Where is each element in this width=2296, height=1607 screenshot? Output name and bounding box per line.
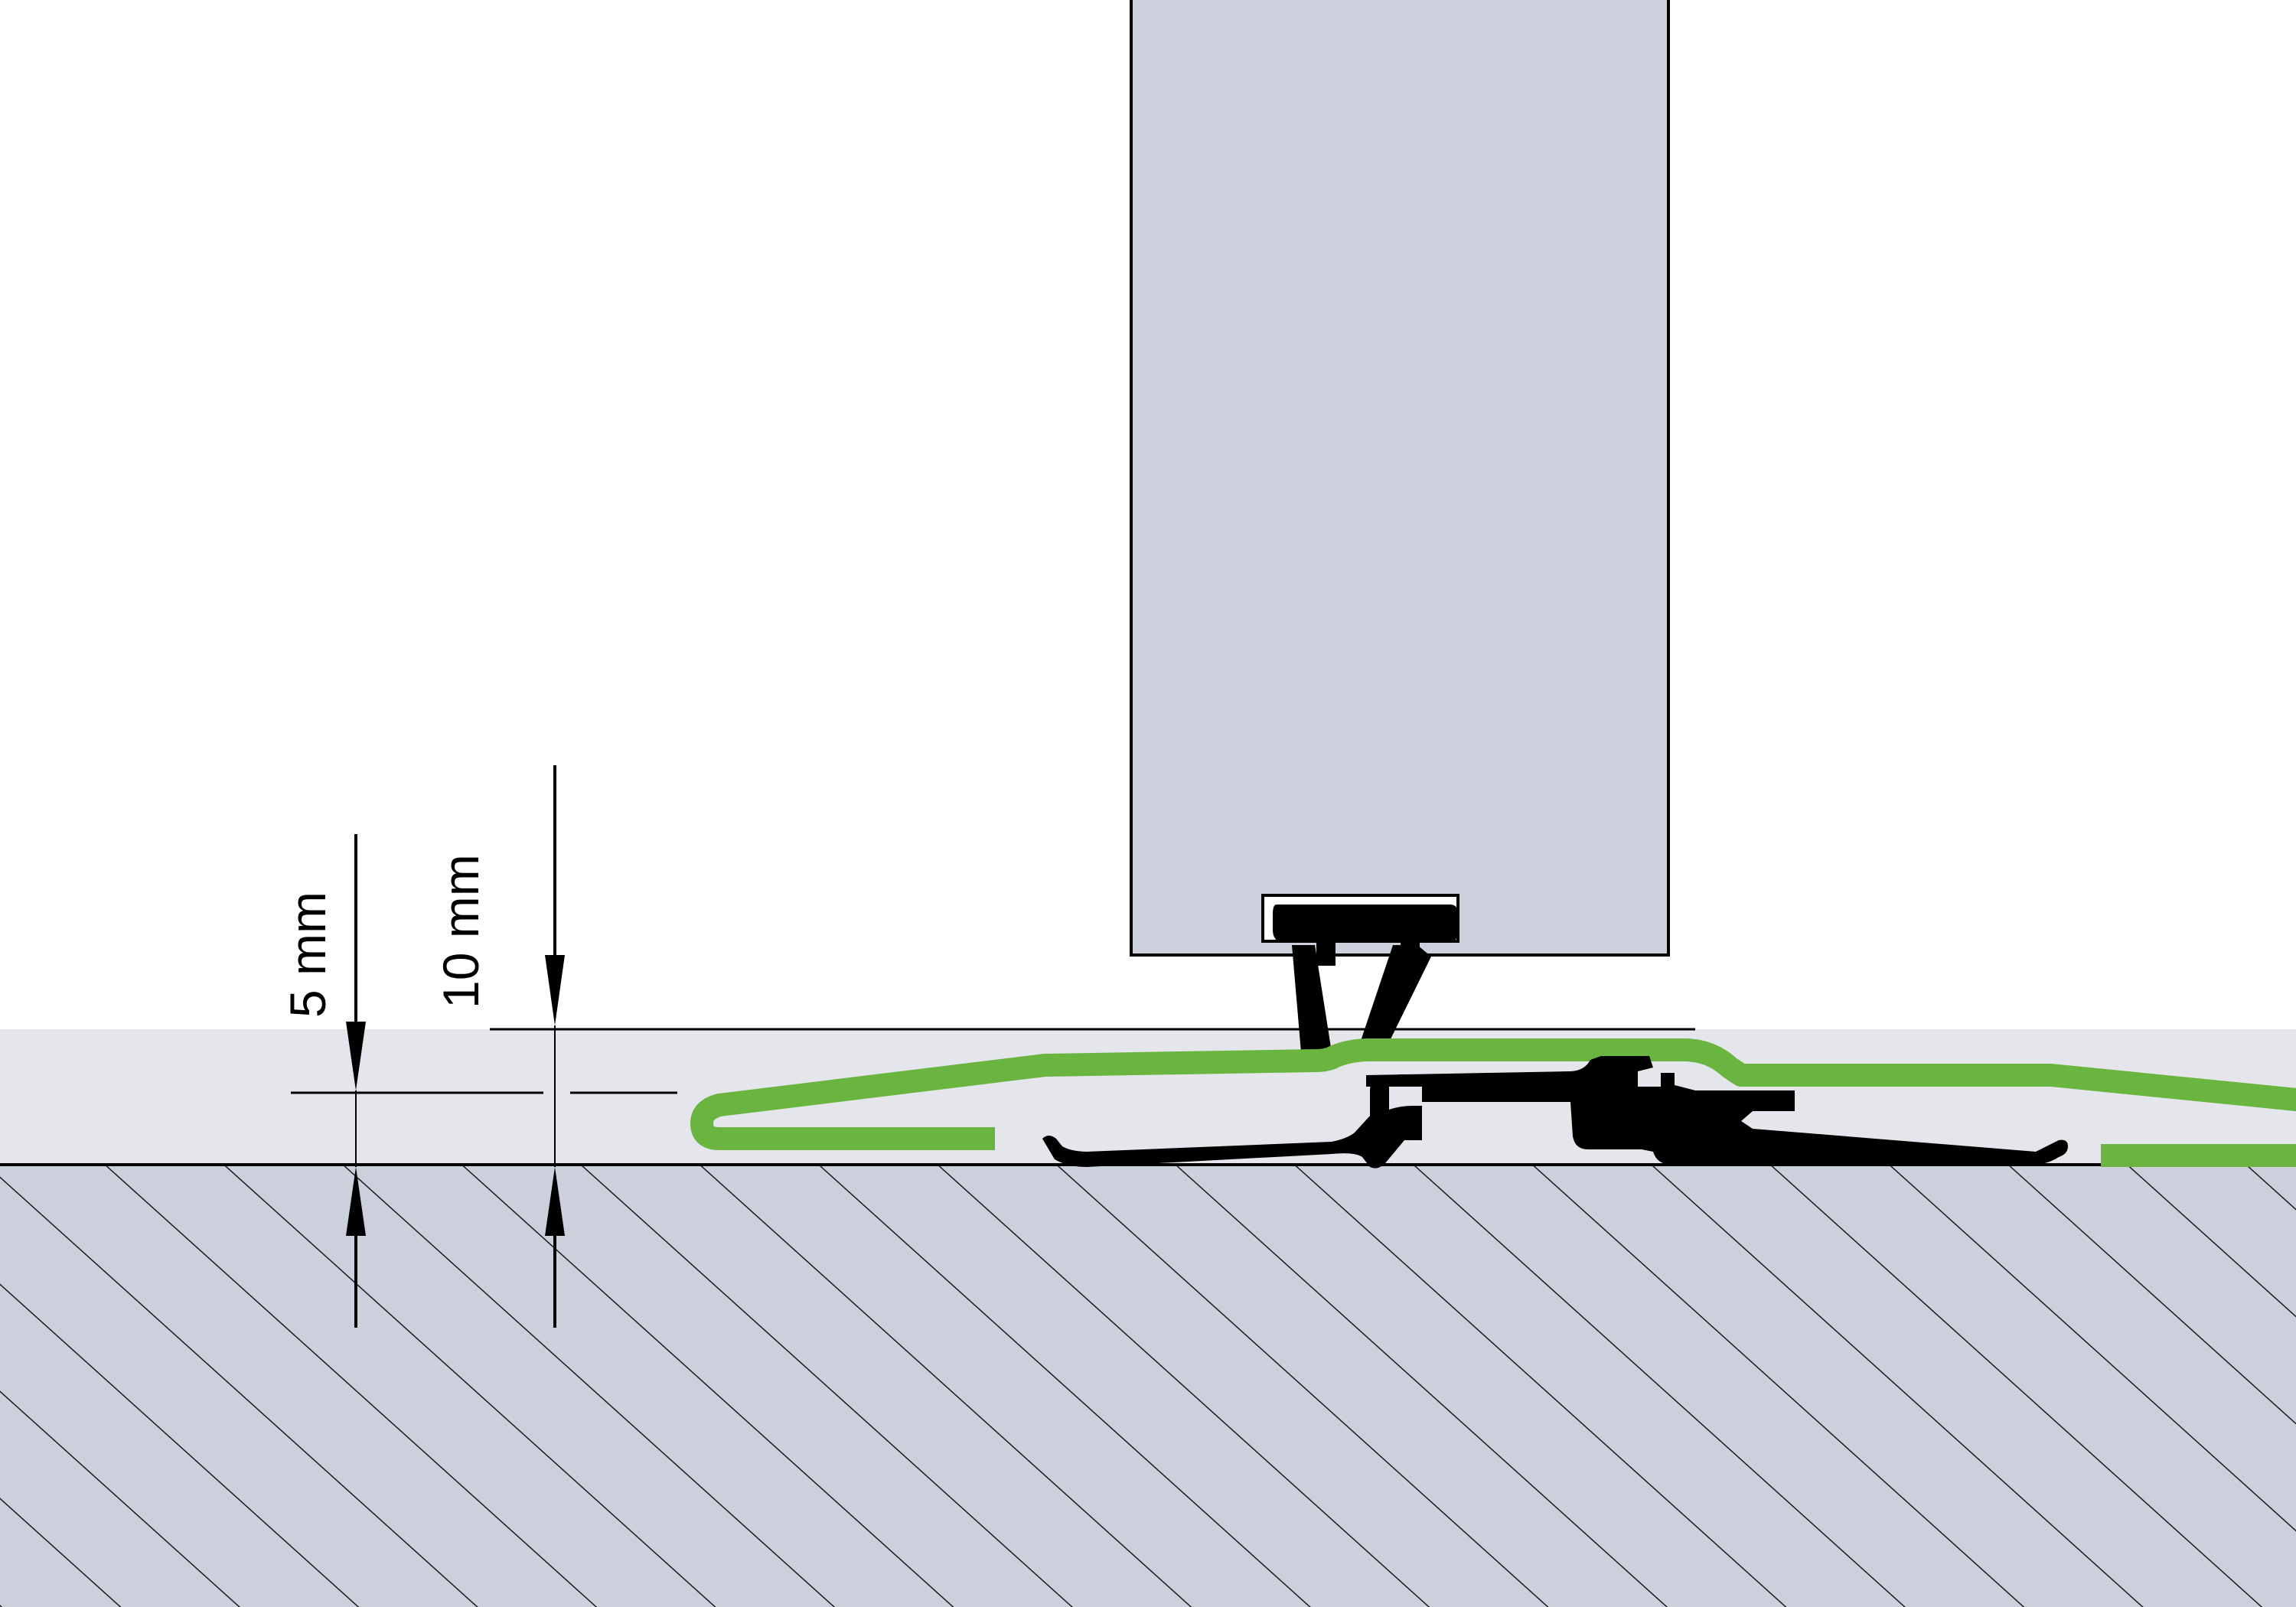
threshold-base-profile (1042, 1074, 1422, 1169)
dimension-10mm-label: 10 mm (432, 854, 489, 1009)
door-seal-lip-left (1292, 945, 1332, 1064)
dimension-5mm-label: 5 mm (279, 892, 336, 1018)
floor-covering-layer (0, 1029, 2296, 1165)
dimension-5mm-arrow-up-icon (346, 1167, 366, 1236)
door-leaf (1130, 0, 1670, 957)
threshold-cover-profile (690, 1038, 2296, 1150)
threshold-base-channel (1366, 1056, 2068, 1165)
dimension-10mm-arrow-down-icon (545, 955, 565, 1025)
substrate-hatched (0, 1165, 2296, 1607)
dimension-5mm: 5 mm (279, 834, 366, 1328)
dimension-5mm-arrow-down-icon (346, 1022, 366, 1090)
dimension-10mm: 10 mm (432, 765, 565, 1328)
dimension-10mm-arrow-up-icon (545, 1167, 565, 1236)
